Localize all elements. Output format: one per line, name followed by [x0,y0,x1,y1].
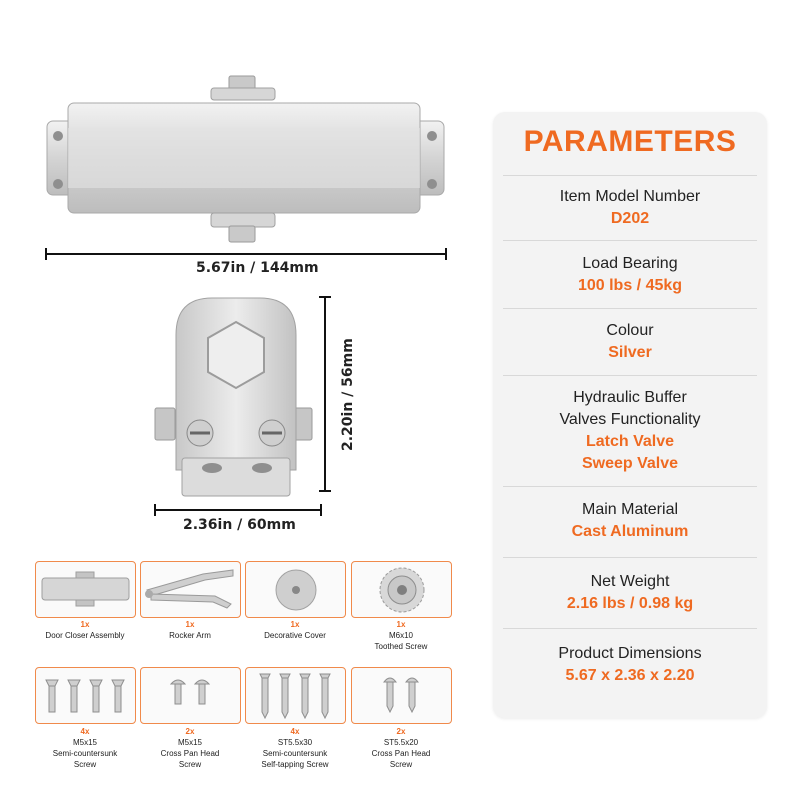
accessory-name: ST5.5x20 [383,738,419,747]
rocker-arm-icon [145,569,234,609]
divider [503,557,757,558]
divider [503,308,757,309]
accessory-name: Rocker Arm [169,631,211,640]
accessory-qty: 2x [185,727,195,736]
height-dimension-label: 2.20in / 56mm [340,338,356,451]
param-label: Item Model Number [559,188,701,205]
accessory-name: Self-tapping Screw [261,760,329,769]
width-dimension-label: 2.36in / 60mm [183,517,296,533]
param-model-number: Item Model Number D202 [493,186,767,230]
accessory-name: Semi-countersunk [52,749,118,758]
param-label: Hydraulic Buffer [573,389,687,406]
param-label: Main Material [581,501,679,518]
accessory-name: Screw [178,760,202,769]
param-value: D202 [610,210,650,227]
accessory-rocker-arm-box [140,561,241,618]
length-dimension-label: 5.67in / 144mm [196,260,319,276]
accessory-name: Door Closer Assembly [45,631,125,640]
param-label: Load Bearing [582,255,678,272]
divider [503,628,757,629]
param-load-bearing: Load Bearing 100 lbs / 45kg [493,253,767,297]
divider [503,486,757,487]
param-product-dimensions: Product Dimensions 5.67 x 2.36 x 2.20 [493,643,767,687]
countersunk-screw-icon [45,679,125,713]
accessory-pan-head-screw-box [140,667,241,724]
accessory-qty: 2x [396,727,406,736]
param-value: Latch Valve [585,433,675,450]
accessory-decorative-cover-box [245,561,346,618]
accessory-name: Screw [389,760,413,769]
decorative-cover-icon [275,569,317,611]
accessory-name: Semi-countersunk [262,749,328,758]
bottom-spindle [210,212,276,243]
accessory-qty: 4x [80,727,90,736]
param-value: Sweep Valve [581,455,679,472]
accessory-name: Cross Pan Head [160,749,220,758]
accessory-qty: 1x [185,620,195,629]
param-value: 2.16 lbs / 0.98 kg [566,595,694,612]
param-value: 5.67 x 2.36 x 2.20 [565,667,695,684]
accessory-self-tapping-screw-box [245,667,346,724]
accessory-qty: 1x [80,620,90,629]
param-value: 100 lbs / 45kg [577,277,683,294]
accessory-qty: 4x [290,727,300,736]
closer-body [46,102,445,214]
param-label: Colour [606,322,654,339]
param-value: Silver [608,344,652,361]
height-dimension-line [319,296,331,492]
accessory-name: M6x10 [388,631,413,640]
accessory-name: Screw [73,760,97,769]
accessory-name: ST5.5x30 [277,738,313,747]
divider [503,240,757,241]
accessory-short-self-tapping-screw-box [351,667,452,724]
accessory-name: Decorative Cover [264,631,326,640]
accessory-countersunk-screw-box [35,667,136,724]
pan-head-screw-icon [169,679,211,705]
parameters-panel [493,112,767,718]
param-main-material: Main Material Cast Aluminum [493,499,767,543]
divider [503,375,757,376]
accessory-qty: 1x [396,620,406,629]
param-label: Product Dimensions [558,645,702,662]
door-closer-icon [41,571,130,607]
accessory-name: Toothed Screw [374,642,428,651]
accessory-name: Cross Pan Head [371,749,431,758]
param-value: Cast Aluminum [571,523,689,540]
accessory-door-closer-box [35,561,136,618]
param-net-weight: Net Weight 2.16 lbs / 0.98 kg [493,571,767,615]
closer-side-view [154,297,313,497]
self-tapping-screw-icon [259,673,331,720]
param-label: Net Weight [590,573,670,590]
toothed-screw-icon [379,567,425,613]
accessory-toothed-screw-box [351,561,452,618]
self-tapping-screw-icon [382,677,420,714]
param-colour: Colour Silver [493,320,767,364]
parameters-title: PARAMETERS [523,125,737,158]
length-dimension-line [45,248,447,260]
accessory-name: M5x15 [72,738,97,747]
param-label: Valves Functionality [559,411,701,428]
accessory-name: M5x15 [177,738,202,747]
width-dimension-line [154,504,322,516]
top-spindle [210,75,276,101]
param-hydraulic-buffer: Hydraulic Buffer Valves Functionality La… [493,387,767,475]
accessory-qty: 1x [290,620,300,629]
divider [503,175,757,176]
